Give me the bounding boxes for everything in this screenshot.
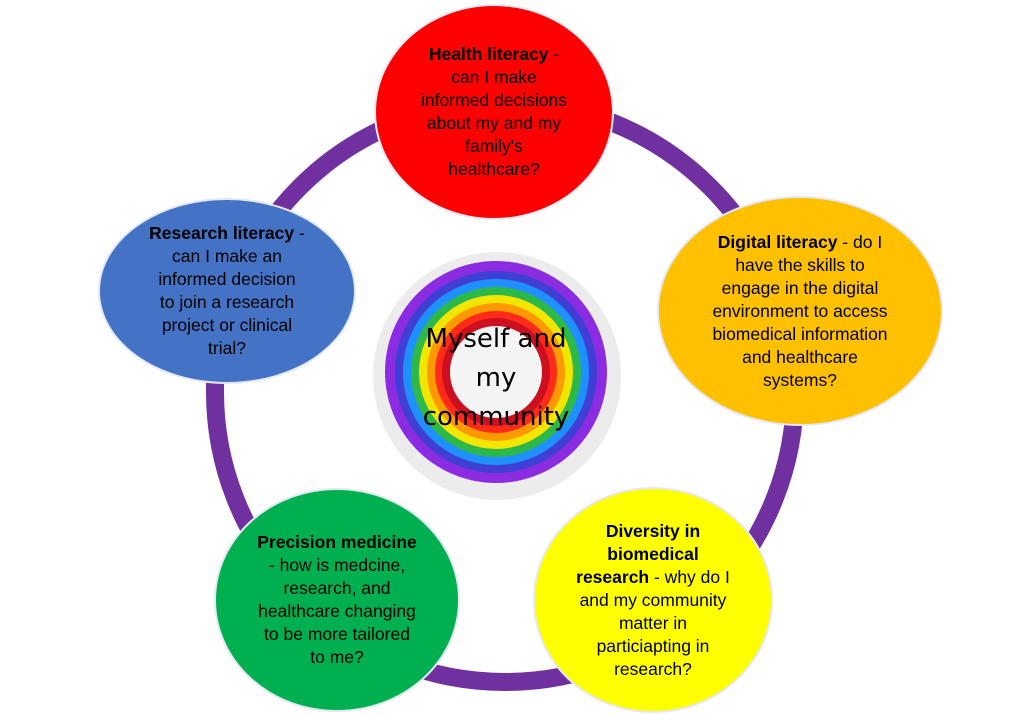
- node-research-literacy: Research literacy - can I make an inform…: [98, 198, 356, 384]
- center-label: Myself and my community: [422, 324, 570, 432]
- node-research-title: Research literacy: [149, 223, 295, 243]
- center-emblem: [373, 252, 621, 500]
- node-diversity-title: Diversity in biomedical research: [576, 520, 701, 587]
- node-digital-desc: - do I have the skills to engage in the …: [712, 231, 888, 390]
- node-health-literacy: Health literacy - can I make informed de…: [374, 4, 614, 220]
- node-health-title: Health literacy: [428, 44, 549, 64]
- node-digital-literacy: Digital literacy - do I have the skills …: [657, 196, 943, 426]
- node-precision-medicine: Precision medicine - how is medcine, res…: [214, 488, 460, 712]
- node-precision-desc: - how is medcine, research, and healthca…: [258, 555, 416, 667]
- node-diversity-desc: - why do I and my community matter in pa…: [579, 566, 730, 679]
- node-health-desc: - can I make informed decisions about my…: [421, 44, 567, 179]
- node-diversity-research: Diversity in biomedical research - why d…: [533, 487, 773, 713]
- node-precision-title: Precision medicine: [257, 532, 417, 552]
- rainbow-center: [450, 326, 542, 418]
- node-digital-title: Digital literacy: [717, 231, 838, 252]
- node-research-desc: - can I make an informed decision to joi…: [158, 223, 305, 358]
